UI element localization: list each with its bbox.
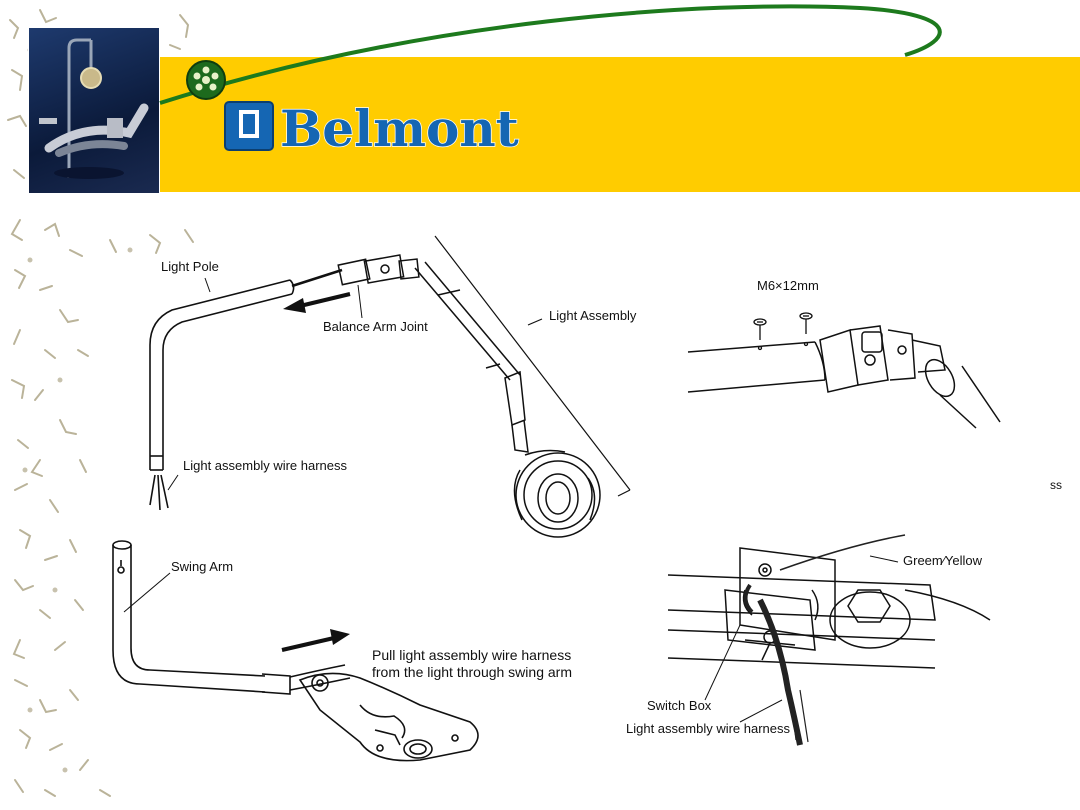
belmont-logo: Belmont [224,98,520,154]
decorative-pattern [7,9,202,797]
label-balance-arm-joint: Balance Arm Joint [323,319,428,334]
label-green-yellow: Greem∕Yellow [903,553,983,568]
green-swoosh [159,4,942,105]
label-light-assembly: Light Assembly [549,308,637,323]
arm-with-screws-drawing [687,325,1001,429]
dental-chair-photo [28,27,160,194]
light-pole-drawing [149,268,343,511]
leader-lines-4 [704,555,899,723]
wire-harness-drawing [743,534,906,746]
leader-lines-1 [167,277,363,491]
label-light-pole: Light Pole [161,259,219,274]
swing-arm-drawing [112,540,479,762]
svg-text:Belmont: Belmont [280,99,519,154]
label-swing-arm: Swing Arm [171,559,234,574]
label-wire-harness-1: Light assembly wire harness [183,458,348,473]
label-switch-box: Switch Box [647,698,712,713]
pull-arrow [281,629,350,652]
header-banner [160,57,1080,192]
screw-icons [753,312,813,351]
emblem-icon [186,60,226,100]
label-wire-harness-2: Light assembly wire harness [626,721,791,736]
switch-box-drawing [667,547,991,669]
label-pull-line-2: from the light through swing arm [372,664,572,680]
label-pull-line-1: Pull light assembly wire harness [372,647,572,663]
label-cut-text: ss [1050,478,1062,492]
label-screw-spec: M6×12mm [757,278,819,293]
arrow-to-pole [283,292,351,313]
balance-arm-joint-drawing [337,254,601,538]
light-assembly-boundary [434,235,631,497]
leader-lines-3 [123,572,171,613]
